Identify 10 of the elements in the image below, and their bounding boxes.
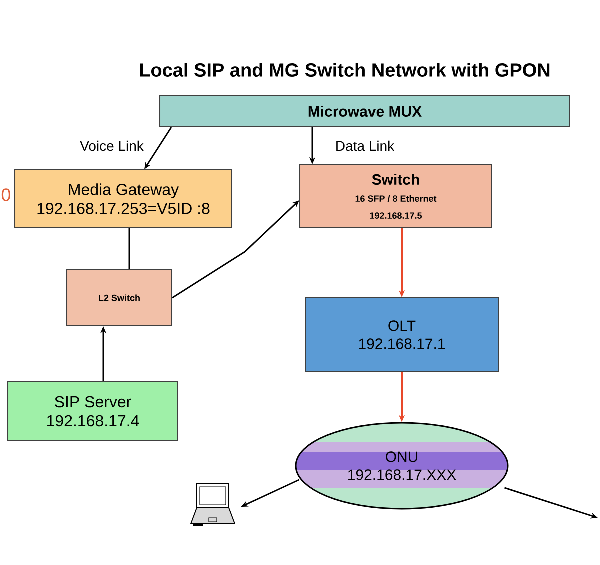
process-box: OLT 192.168.17.1	[305, 298, 499, 372]
edge-label: Voice Link	[79, 140, 145, 152]
title: Local SIP and MG Switch Network with GPON	[140, 63, 550, 77]
edge-label: Data Link	[334, 140, 396, 152]
process-box: L2 Switch	[66, 270, 172, 326]
process-box: SIP Server 192.168.17.4	[8, 382, 178, 442]
header-box: Microwave MUX	[160, 96, 570, 128]
process-box: Switch 16 SFP / 8 Ethernet 192.168.17.5	[300, 164, 492, 228]
ellipse-node: ONU 192.168.17.XXX	[295, 422, 509, 510]
process-box: Media Gateway 192.168.17.253=V5ID :8	[14, 170, 232, 228]
